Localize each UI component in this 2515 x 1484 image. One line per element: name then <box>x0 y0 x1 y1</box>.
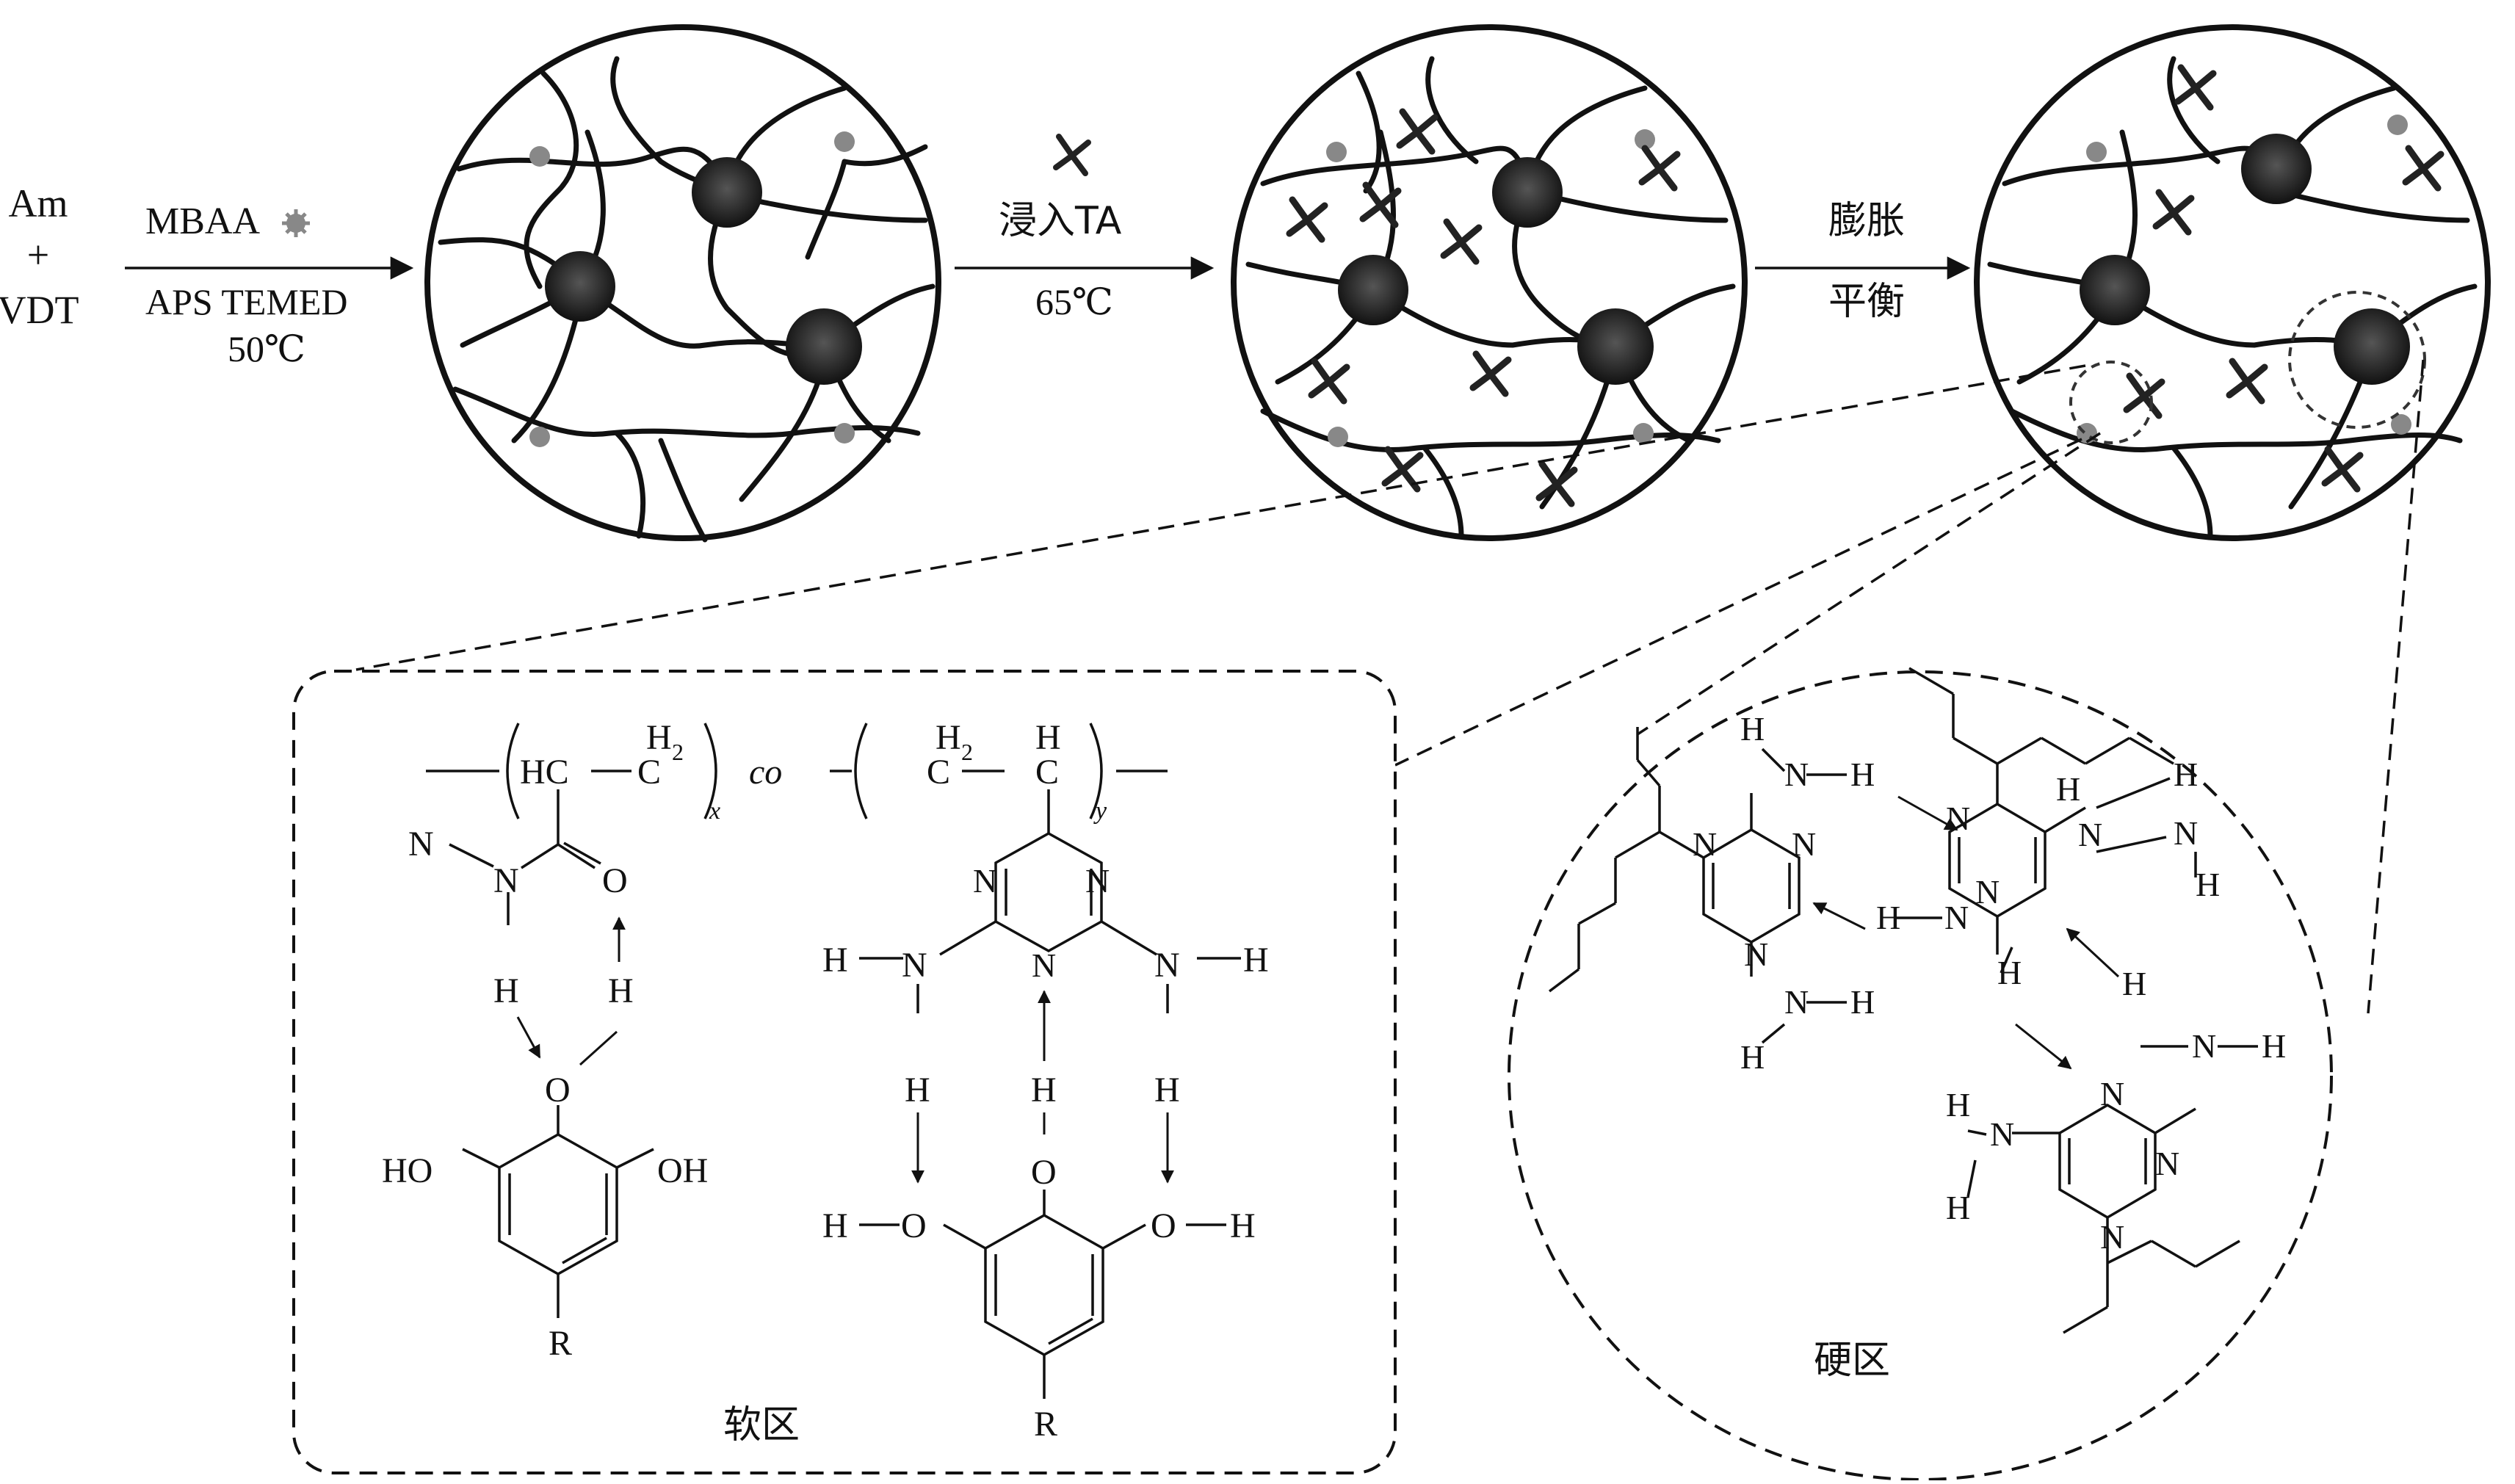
amide-n2: N <box>493 861 519 900</box>
step2-temperature-label: 65℃ <box>1035 281 1113 322</box>
phenol-left-oh: OH <box>657 1151 708 1190</box>
amine-right-h: H <box>1243 941 1269 980</box>
step3-arrow-group: 膨胀 平衡 <box>1755 199 1968 324</box>
hard-atom-n: N <box>2155 1145 2179 1182</box>
step1-initiator-label: APS TEMED <box>145 281 348 322</box>
amide-o: O <box>602 861 628 900</box>
amine-left-n: N <box>902 946 927 985</box>
hard-atom-n: N <box>2100 1075 2124 1112</box>
soft-zone-label: 软区 <box>723 1403 800 1447</box>
atom-hc: HC <box>520 753 569 792</box>
hard-atom-n: N <box>1946 800 1970 837</box>
reactant-am: Am <box>9 181 68 225</box>
atom-h2a-sub: 2 <box>672 739 684 765</box>
ta-molecule-icon <box>1056 137 1088 173</box>
hard-atom-n: N <box>1784 983 1809 1021</box>
phenol-right-h-right: H <box>1230 1206 1256 1245</box>
hydrogel-network-1 <box>427 27 938 540</box>
amine-left-h: H <box>822 941 848 980</box>
subscript-x: x <box>709 797 720 825</box>
hbond-h3: H <box>1154 1071 1180 1110</box>
hard-atom-n: N <box>1784 756 1809 793</box>
hbond-h1: H <box>905 1071 930 1110</box>
hard-atom-h: H <box>2262 1027 2286 1065</box>
hard-atom-n: N <box>1975 873 2000 911</box>
amide-h-left: H <box>493 971 519 1010</box>
atom-h2a: H <box>646 718 672 757</box>
amide-n1: N <box>408 825 434 864</box>
hard-atom-n: N <box>2078 816 2102 853</box>
hard-atom-n: N <box>1944 899 1969 936</box>
hard-atom-n: N <box>2192 1027 2216 1065</box>
atom-c2: C <box>927 753 950 792</box>
co-label: co <box>749 753 782 792</box>
triazine-n-c: N <box>1032 946 1056 984</box>
reactant-vdt: VDT <box>0 288 79 332</box>
hard-atom-h: H <box>1740 1038 1765 1076</box>
hard-atom-n: N <box>2100 1218 2124 1256</box>
amine-right-n: N <box>1154 946 1180 985</box>
step1-temperature-label: 50℃ <box>228 328 305 369</box>
atom-h2b: H <box>936 718 961 757</box>
hard-atom-h: H <box>2196 866 2220 903</box>
hard-atom-n: N <box>1792 825 1816 863</box>
phenol-left-ho: HO <box>382 1151 433 1190</box>
hard-atom-h: H <box>2174 756 2198 793</box>
hbond-h2: H <box>1031 1071 1057 1110</box>
reactants-label: Am + VDT <box>0 181 79 332</box>
step1-arrow-group: MBAA APS TEMED 50℃ <box>125 200 411 369</box>
step2-immerse-label: 浸入TA <box>999 199 1122 243</box>
atom-h-top: H <box>1035 718 1061 757</box>
hydrogel-network-3 <box>1977 27 2488 538</box>
hard-zone-label: 硬区 <box>1814 1339 1890 1383</box>
hard-atom-h: H <box>1946 1189 1970 1226</box>
reactant-plus: + <box>27 233 49 277</box>
triazine-n-b: N <box>1085 862 1110 900</box>
hydrogel-network-2 <box>1234 27 1745 538</box>
atom-c3: C <box>1035 753 1059 792</box>
phenol-right-o: O <box>1031 1153 1057 1192</box>
subscript-y: y <box>1093 797 1107 825</box>
hard-atom-h: H <box>2056 770 2080 808</box>
step3-swell-label: 膨胀 <box>1828 199 1905 243</box>
hard-atom-h: H <box>1850 756 1875 793</box>
step3-equilibrium-label: 平衡 <box>1828 280 1905 324</box>
step2-arrow-group: 浸入TA 65℃ <box>955 137 1212 322</box>
phenol-left-o: O <box>545 1071 571 1110</box>
phenol-left-r: R <box>549 1324 572 1363</box>
hard-atom-h: H <box>2122 965 2146 1002</box>
hard-atom-h: H <box>1850 983 1875 1021</box>
phenol-right-o-right: O <box>1151 1206 1176 1245</box>
triazine-n-a: N <box>973 862 997 900</box>
phenol-right-r: R <box>1034 1405 1057 1444</box>
hard-atom-n: N <box>1693 825 1717 863</box>
hard-atom-h: H <box>1740 710 1765 748</box>
mbaa-crosslinker-icon <box>282 209 310 237</box>
hard-atom-h: H <box>1946 1086 1970 1123</box>
atom-h2b-sub: 2 <box>961 739 973 765</box>
phenol-right-h-left: H <box>822 1206 848 1245</box>
phenol-right-o-left: O <box>901 1206 927 1245</box>
step1-mbaa-label: MBAA <box>145 200 260 242</box>
hard-atom-n: N <box>1990 1115 2014 1153</box>
hard-atom-n: N <box>2174 814 2198 852</box>
hard-atom-n: N <box>1744 935 1768 973</box>
soft-zone-panel: HC C H 2 x co C H 2 C H y N N O H H <box>294 671 1395 1473</box>
atom-c1: C <box>637 753 661 792</box>
amide-h-right: H <box>608 971 634 1010</box>
